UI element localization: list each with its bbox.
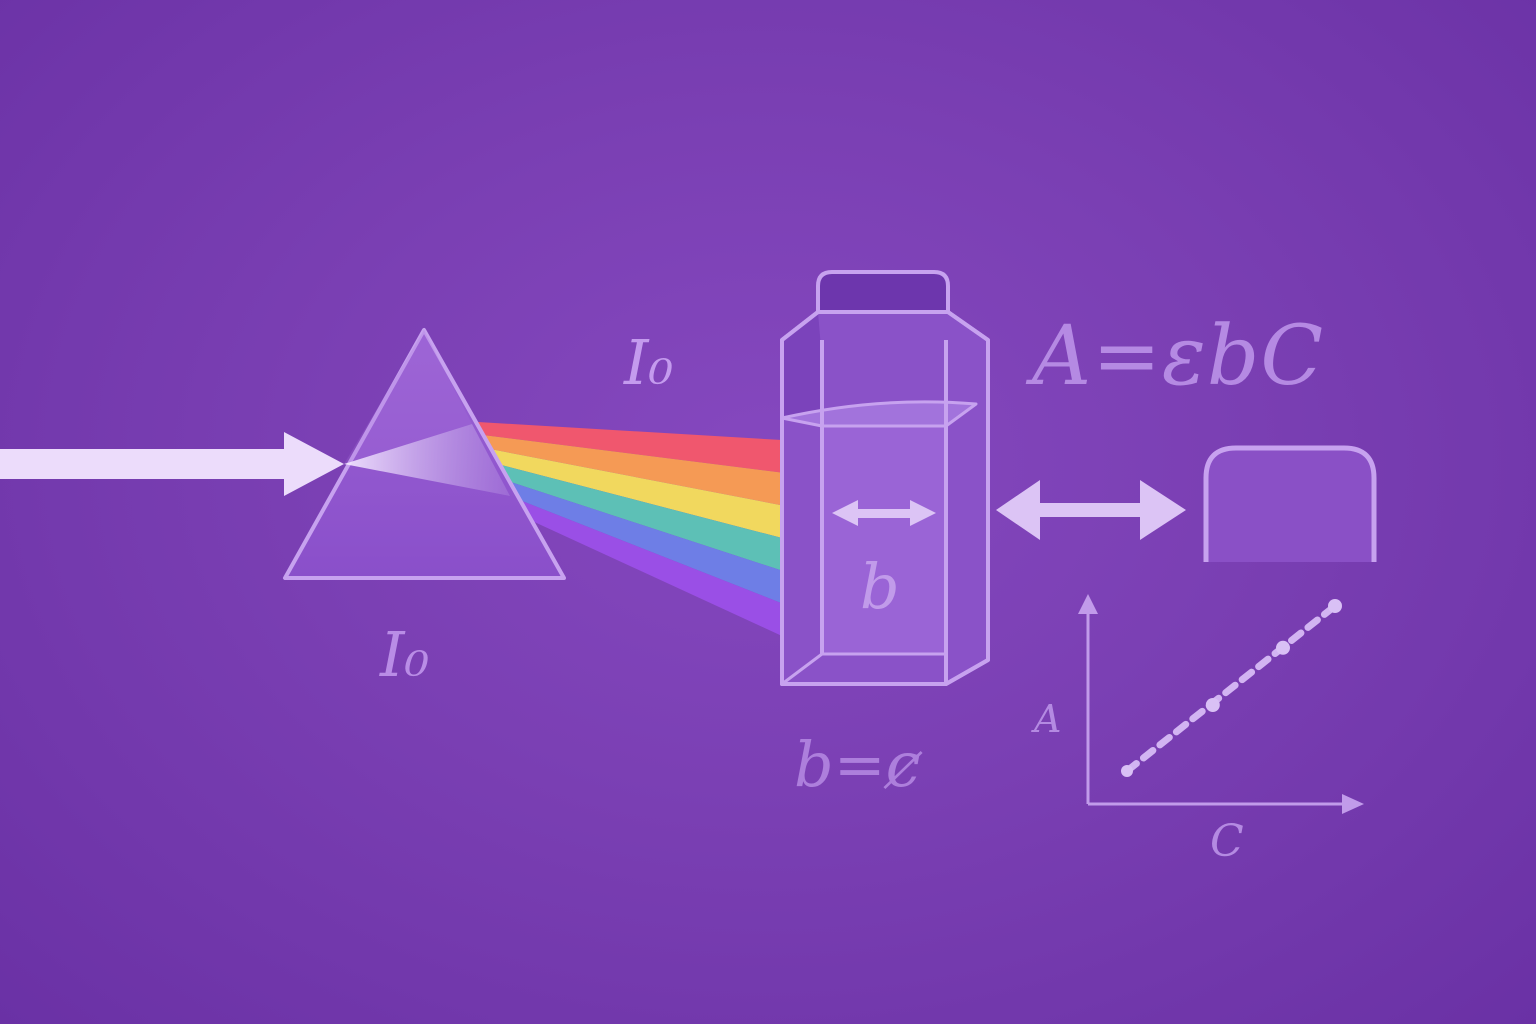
data-point (1328, 599, 1342, 613)
incident-intensity-label-bottom: I₀ (380, 618, 430, 691)
transmitted-light-arrow (996, 480, 1186, 540)
spectrum-band-5 (478, 471, 782, 604)
data-point (1121, 765, 1133, 777)
detector (1203, 445, 1377, 562)
graph-x-axis-label: C (1210, 816, 1244, 867)
spectrum-band-2 (478, 434, 782, 506)
dispersed-spectrum (478, 422, 782, 636)
calibration-graph-axes (1078, 594, 1364, 814)
trend-line (1123, 602, 1339, 775)
data-point (1276, 640, 1290, 655)
path-length-arrow (832, 500, 936, 526)
prism (283, 328, 566, 580)
spectrum-band-6 (478, 483, 782, 636)
spectrum-band-4 (478, 459, 782, 571)
incident-light-beam (0, 432, 344, 496)
spectrum-band-3 (478, 446, 782, 538)
data-point (1205, 698, 1220, 712)
path-length-label: b (860, 550, 900, 623)
path-length-equation: b=ȼ (794, 728, 921, 801)
cuvette (780, 270, 990, 686)
graph-y-axis-label: A (1034, 697, 1062, 741)
spectrum-band-1 (478, 422, 782, 473)
calibration-points (1121, 599, 1342, 777)
beer-lambert-equation: A=εbC (1032, 309, 1325, 404)
incident-intensity-label-top: I₀ (624, 326, 674, 399)
